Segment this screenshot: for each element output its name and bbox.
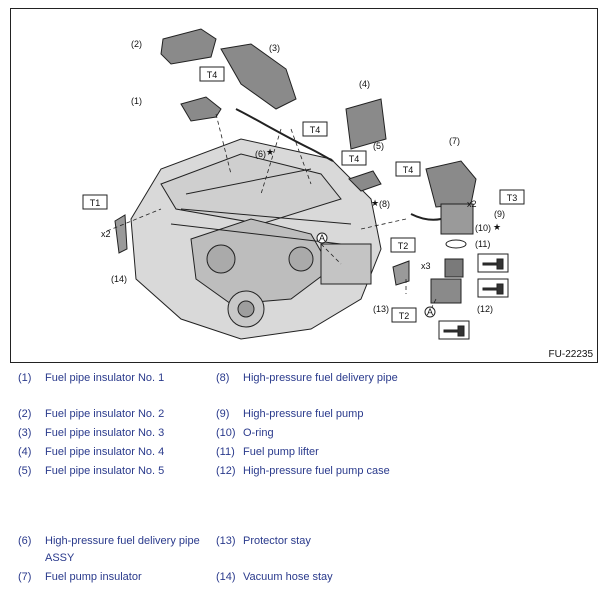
connector-labels: A A — [319, 233, 433, 317]
fuel-pump-lifter-shape — [444, 258, 464, 278]
engine-block — [130, 138, 382, 340]
star-marker-8: ★ — [371, 198, 379, 208]
legend-number: (5) — [18, 465, 32, 477]
legend-text: High-pressure fuel pump — [243, 408, 364, 420]
fuel-pipe-insulator-4-shape — [345, 98, 387, 150]
legend-number: (6) — [18, 535, 32, 547]
vacuum-hose-stay-shape — [114, 214, 128, 254]
torque-box-t4-c — [341, 150, 367, 166]
star-marker-10: ★ — [493, 222, 501, 232]
torque-label-t2-a: T2 — [398, 241, 409, 251]
torque-box-t4-d — [395, 161, 421, 177]
legend-number: (4) — [18, 446, 32, 458]
torque-label-t4-a: T4 — [207, 70, 218, 80]
fuel-pipe-insulator-2-shape — [160, 28, 217, 65]
legend-text: Fuel pipe insulator No. 3 — [45, 427, 165, 439]
legend-text: High-pressure fuel delivery pipe — [243, 372, 398, 384]
high-pressure-fuel-pump-shape — [440, 203, 474, 235]
figure-id: FU-22235 — [548, 349, 593, 360]
delivery-pipe-assy-shape — [235, 108, 334, 162]
callout-7: (7) — [449, 136, 460, 146]
fuel-pipe-insulator-3-shape — [220, 43, 297, 110]
diagram-drawing: T1 T2 T2 T3 T4 T4 T4 T4 x2 x2 x3 ★ ★ ★ A — [82, 28, 525, 340]
torque-label-t3: T3 — [507, 193, 518, 203]
legend-number: (13) — [216, 535, 236, 547]
torque-label-t1: T1 — [90, 198, 101, 208]
connector-label-a-1: A — [319, 233, 325, 243]
torque-box-t3 — [499, 189, 525, 205]
quantity-label-x2-a: x2 — [101, 229, 111, 239]
callout-2: (2) — [131, 39, 142, 49]
legend-number: (7) — [18, 571, 32, 583]
pump-components — [114, 108, 474, 304]
torque-label-t4-c: T4 — [349, 154, 360, 164]
legend-text: High-pressure fuel delivery pipe ASSY — [45, 535, 200, 564]
legend-text: Fuel pump insulator — [45, 571, 142, 583]
legend-number: (3) — [18, 427, 32, 439]
torque-box-t4-a — [199, 66, 225, 82]
legend-number: (12) — [216, 465, 236, 477]
torque-box-t1 — [82, 194, 108, 210]
legend-number: (2) — [18, 408, 32, 420]
torque-labels: T1 T2 T2 T3 T4 T4 T4 T4 — [90, 70, 518, 321]
callout-8: (8) — [379, 199, 390, 209]
callout-11: (11) — [475, 239, 490, 249]
o-ring-shape — [445, 239, 467, 249]
legend-text: Protector stay — [243, 535, 311, 547]
torque-label-t4-d: T4 — [403, 165, 414, 175]
legend-number: (1) — [18, 372, 32, 384]
delivery-pipe-shape — [410, 213, 442, 221]
fuel-pipe-insulator-5-shape — [348, 170, 382, 192]
torque-box-t2-b — [391, 307, 417, 323]
legend-text: Vacuum hose stay — [243, 571, 333, 583]
fuel-pipe-insulator-1-shape — [180, 96, 222, 122]
legend-number: (10) — [216, 427, 236, 439]
fuel-pump-insulator-shape — [425, 160, 477, 208]
callout-10: (10) — [475, 223, 491, 233]
connector-circle-a-1 — [316, 232, 328, 244]
torque-boxes — [82, 66, 525, 323]
star-marker-6: ★ — [266, 147, 274, 157]
legend-text: Fuel pipe insulator No. 5 — [45, 465, 165, 477]
callout-14: (14) — [111, 274, 127, 284]
legend-number: (11) — [216, 446, 235, 458]
torque-box-t4-b — [302, 121, 328, 137]
legend-text: High-pressure fuel pump case — [243, 465, 390, 477]
callout-4: (4) — [359, 79, 370, 89]
callout-5: (5) — [373, 141, 384, 151]
legend-text: O-ring — [243, 427, 274, 439]
star-markers: ★ ★ ★ — [266, 147, 501, 232]
connector-marks — [316, 232, 436, 318]
legend-number: (14) — [216, 571, 236, 583]
torque-box-t2-a — [390, 237, 416, 253]
legend-text: Fuel pipe insulator No. 4 — [45, 446, 165, 458]
legend-text: Fuel pipe insulator No. 1 — [45, 372, 165, 384]
quantity-label-x3: x3 — [421, 261, 431, 271]
torque-label-t2-b: T2 — [399, 311, 410, 321]
protector-stay-shape — [392, 260, 410, 286]
callout-3: (3) — [269, 43, 280, 53]
callout-numbers: (1) (2) (3) (4) (5) (6) (7) (8) (9) (10)… — [111, 39, 505, 314]
connector-circle-a-2 — [424, 306, 436, 318]
quantity-labels: x2 x2 x3 — [101, 199, 477, 271]
exploded-diagram: T1 T2 T2 T3 T4 T4 T4 T4 x2 x2 x3 ★ ★ ★ A — [10, 8, 598, 363]
legend-number: (8) — [216, 372, 230, 384]
connector-label-a-2: A — [427, 307, 433, 317]
callout-1: (1) — [131, 96, 142, 106]
torque-label-t4-b: T4 — [310, 125, 321, 135]
callout-13: (13) — [373, 304, 389, 314]
insulator-parts — [160, 28, 477, 208]
callout-9: (9) — [494, 209, 505, 219]
quantity-label-x2-b: x2 — [467, 199, 477, 209]
callout-12: (12) — [477, 304, 493, 314]
legend-text: Fuel pipe insulator No. 2 — [45, 408, 165, 420]
legend-number: (9) — [216, 408, 230, 420]
callout-6: (6) — [255, 149, 266, 159]
legend-text: Fuel pump lifter — [243, 446, 319, 458]
tool-icon-boxes — [438, 253, 509, 340]
